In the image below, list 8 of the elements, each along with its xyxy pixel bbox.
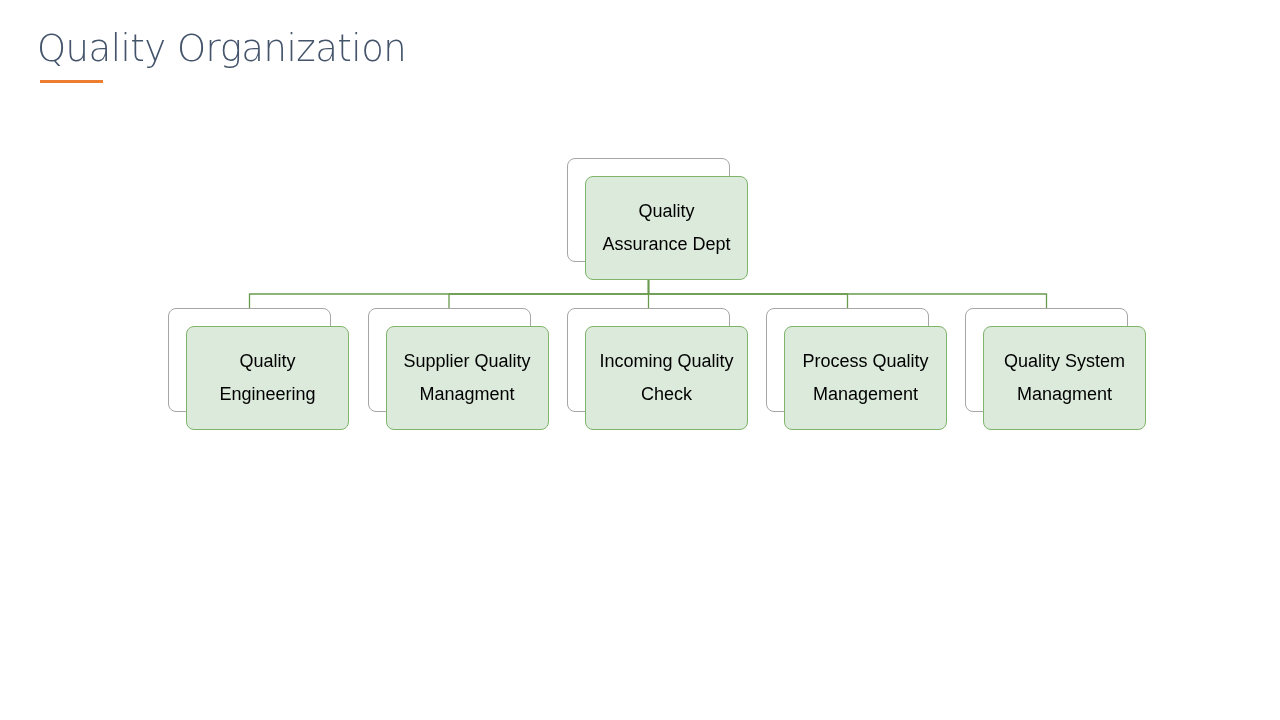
connector-line — [647, 278, 1048, 309]
org-box: Quality Engineering — [186, 326, 349, 430]
org-box: Supplier Quality Managment — [385, 326, 549, 430]
slide-title: Quality Organization — [37, 26, 407, 72]
org-box: Incoming Quality Check — [585, 326, 748, 430]
org-box: Quality Assurance Dept — [585, 176, 748, 280]
org-box: Process Quality Management — [784, 326, 947, 430]
org-box: Quality System Managment — [983, 326, 1146, 430]
